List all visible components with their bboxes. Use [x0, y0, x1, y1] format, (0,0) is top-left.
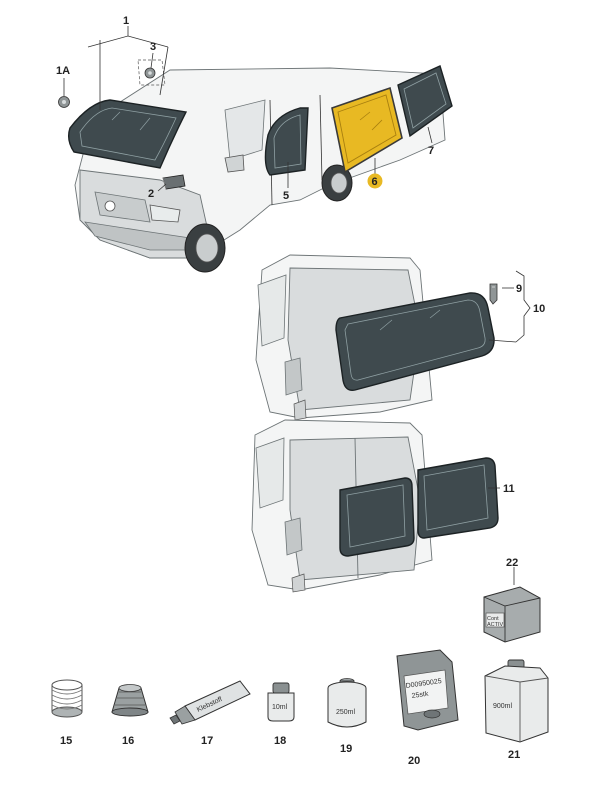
- side-window-part-6-highlighted: [331, 86, 403, 174]
- callout-19: 19: [340, 743, 352, 755]
- callout-18: 18: [274, 735, 286, 747]
- callout-21: 21: [508, 749, 520, 761]
- callout-20: 20: [408, 755, 420, 767]
- clip-part-1a: [58, 96, 70, 108]
- callout-11: 11: [503, 483, 515, 495]
- callout-17: 17: [201, 735, 213, 747]
- cube-label-line2: ACTIV: [487, 622, 504, 628]
- pouch-label-line2: 25stk: [411, 691, 429, 700]
- small-bottle-label: 10ml: [272, 704, 288, 711]
- pin-part-9: [489, 283, 498, 305]
- callout-15: 15: [60, 735, 72, 747]
- leader-lines: [63, 26, 531, 585]
- clip-part-3: [137, 59, 166, 86]
- side-window-part-7: [397, 65, 453, 138]
- large-bottle-label: 900ml: [493, 703, 513, 710]
- callout-1a: 1A: [56, 65, 70, 77]
- cleaner-bottle-part-21: 900ml: [484, 659, 549, 743]
- callout-2: 2: [148, 188, 154, 200]
- tailgate-window-part-10: [335, 292, 495, 391]
- callout-16: 16: [122, 735, 134, 747]
- wipe-pouch-part-20: D00950025 25stk: [396, 649, 459, 731]
- callout-10: 10: [533, 303, 545, 315]
- callout-7: 7: [428, 145, 434, 157]
- adhesive-tube-part-17: Klebstoff: [169, 680, 251, 725]
- can-label: 250ml: [336, 709, 356, 716]
- primer-bottle-part-18: 10ml: [267, 682, 295, 722]
- cutting-wire-reel-part-16: [111, 684, 149, 717]
- activator-cube-part-22: Cont ACTIV: [483, 586, 541, 643]
- callout-1: 1: [123, 15, 129, 27]
- cube-label-line1: Cont: [487, 616, 499, 622]
- activator-can-part-19: 250ml: [327, 678, 367, 728]
- windscreen-part-1: [67, 99, 188, 169]
- barn-door-windows-part-11: [339, 457, 499, 557]
- callout-3: 3: [150, 41, 156, 53]
- callout-6: 6: [372, 176, 378, 188]
- callout-labels: 1 1A 3 2 5 6 7 9 10 11 22 15 16 17 18 19…: [56, 15, 545, 767]
- callout-9: 9: [516, 283, 522, 295]
- pouch-label-line1: D00950025: [405, 678, 442, 690]
- callout-22: 22: [506, 557, 518, 569]
- sealing-cord-coil-part-15: [51, 679, 83, 718]
- callout-5: 5: [283, 190, 289, 202]
- door-window-part-5: [264, 107, 309, 176]
- callout-6-highlight: [367, 173, 383, 189]
